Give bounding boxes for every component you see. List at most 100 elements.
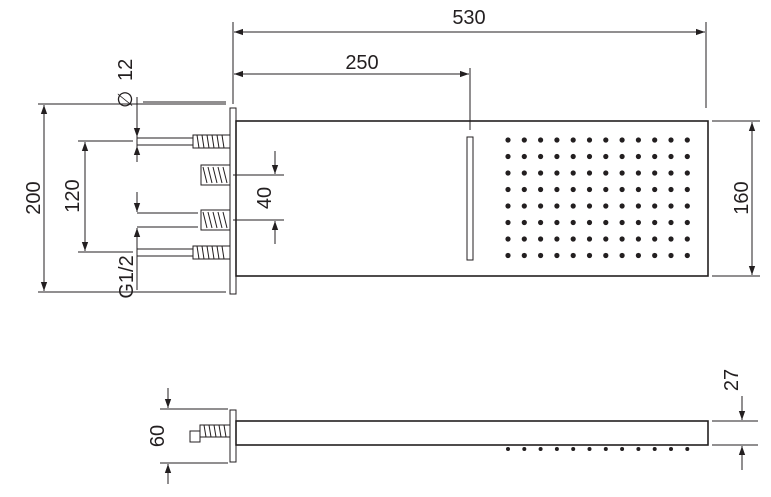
nozzle	[635, 153, 642, 160]
nozzle	[554, 137, 560, 143]
shower-panel	[235, 120, 709, 277]
nozzle	[684, 170, 690, 176]
threaded-connector-upper	[200, 164, 231, 186]
nozzle	[586, 236, 593, 242]
nozzle	[586, 137, 593, 143]
dimension-total-length: 530	[232, 7, 707, 108]
nozzle	[668, 252, 674, 259]
dimension-inlet-spacing: 120	[62, 140, 133, 253]
side-wall-plate	[229, 409, 237, 463]
nozzle	[505, 186, 511, 193]
nozzle	[538, 252, 544, 259]
nozzle	[619, 203, 625, 209]
nozzle	[668, 137, 674, 143]
nozzle	[684, 219, 690, 226]
nozzle	[652, 170, 658, 176]
nozzle	[684, 252, 690, 259]
dimension-arm-length: 250	[234, 52, 471, 130]
threaded-connector-lower	[200, 209, 231, 231]
nozzle	[505, 252, 511, 259]
nozzle	[570, 203, 576, 209]
side-nozzle	[603, 447, 608, 451]
nozzle	[521, 186, 527, 193]
nozzle	[668, 203, 674, 209]
nozzle	[554, 236, 560, 242]
nozzle	[668, 170, 674, 176]
side-nozzle-row	[506, 447, 690, 451]
nozzle	[603, 219, 609, 226]
nozzle	[684, 186, 690, 193]
nozzle	[652, 203, 658, 209]
nozzle	[684, 236, 690, 242]
nozzle	[521, 252, 527, 259]
nozzle	[668, 236, 674, 242]
dimension-thread-spacing: 40	[233, 151, 284, 244]
nozzle	[635, 186, 642, 193]
label-thread-spacing: 40	[254, 187, 276, 209]
nozzle	[521, 219, 527, 226]
nozzle	[554, 203, 560, 209]
nozzle	[521, 170, 527, 176]
side-inlet-pipe	[189, 424, 231, 443]
nozzle	[586, 153, 593, 160]
nozzle	[619, 170, 625, 176]
nozzle	[668, 186, 674, 193]
nozzle	[603, 170, 609, 176]
nozzle	[570, 236, 576, 242]
nozzle	[538, 137, 544, 143]
nozzle	[635, 236, 642, 242]
nozzle	[570, 252, 576, 259]
nozzle	[505, 170, 511, 176]
nozzle	[652, 137, 658, 143]
nozzle	[505, 153, 511, 160]
nozzle	[684, 137, 690, 143]
nozzle	[554, 170, 560, 176]
nozzle	[538, 236, 544, 242]
nozzle	[684, 203, 690, 209]
nozzle	[635, 203, 642, 209]
nozzle	[619, 236, 625, 242]
dimension-side-depth: 60	[147, 388, 228, 484]
nozzle	[652, 219, 658, 226]
nozzle	[635, 137, 642, 143]
nozzle	[603, 186, 609, 193]
top-inlet-pipe	[137, 134, 231, 149]
nozzle	[505, 137, 511, 143]
nozzle	[538, 170, 544, 176]
nozzle	[586, 203, 593, 209]
nozzle	[570, 170, 576, 176]
nozzle	[603, 137, 609, 143]
nozzle	[652, 252, 658, 259]
nozzle	[668, 153, 674, 160]
side-nozzle	[685, 447, 690, 451]
waterfall-slot	[466, 136, 474, 261]
nozzle	[554, 153, 560, 160]
nozzle	[586, 186, 593, 193]
nozzle	[652, 186, 658, 193]
nozzle	[586, 252, 593, 259]
nozzle	[635, 170, 642, 176]
bottom-inlet-pipe	[137, 245, 231, 260]
nozzle	[570, 137, 576, 143]
nozzle	[505, 219, 511, 226]
nozzle	[603, 153, 609, 160]
nozzle	[538, 153, 544, 160]
label-head-width: 160	[731, 181, 753, 214]
label-mount-height: 200	[23, 181, 45, 214]
dimension-head-width: 160	[712, 120, 760, 277]
nozzle	[554, 186, 560, 193]
nozzle	[521, 203, 527, 209]
side-nozzle	[669, 447, 673, 451]
nozzle	[570, 153, 576, 160]
side-nozzle	[506, 447, 510, 451]
label-inlet-spacing: 120	[62, 179, 84, 212]
side-nozzle	[636, 447, 641, 451]
nozzle	[521, 137, 527, 143]
nozzle	[505, 236, 511, 242]
side-nozzle	[522, 447, 527, 451]
side-arm	[235, 420, 709, 446]
nozzle	[619, 219, 625, 226]
nozzle-grid	[505, 137, 690, 259]
side-view: 60 27	[147, 369, 758, 484]
side-nozzle	[587, 447, 592, 451]
